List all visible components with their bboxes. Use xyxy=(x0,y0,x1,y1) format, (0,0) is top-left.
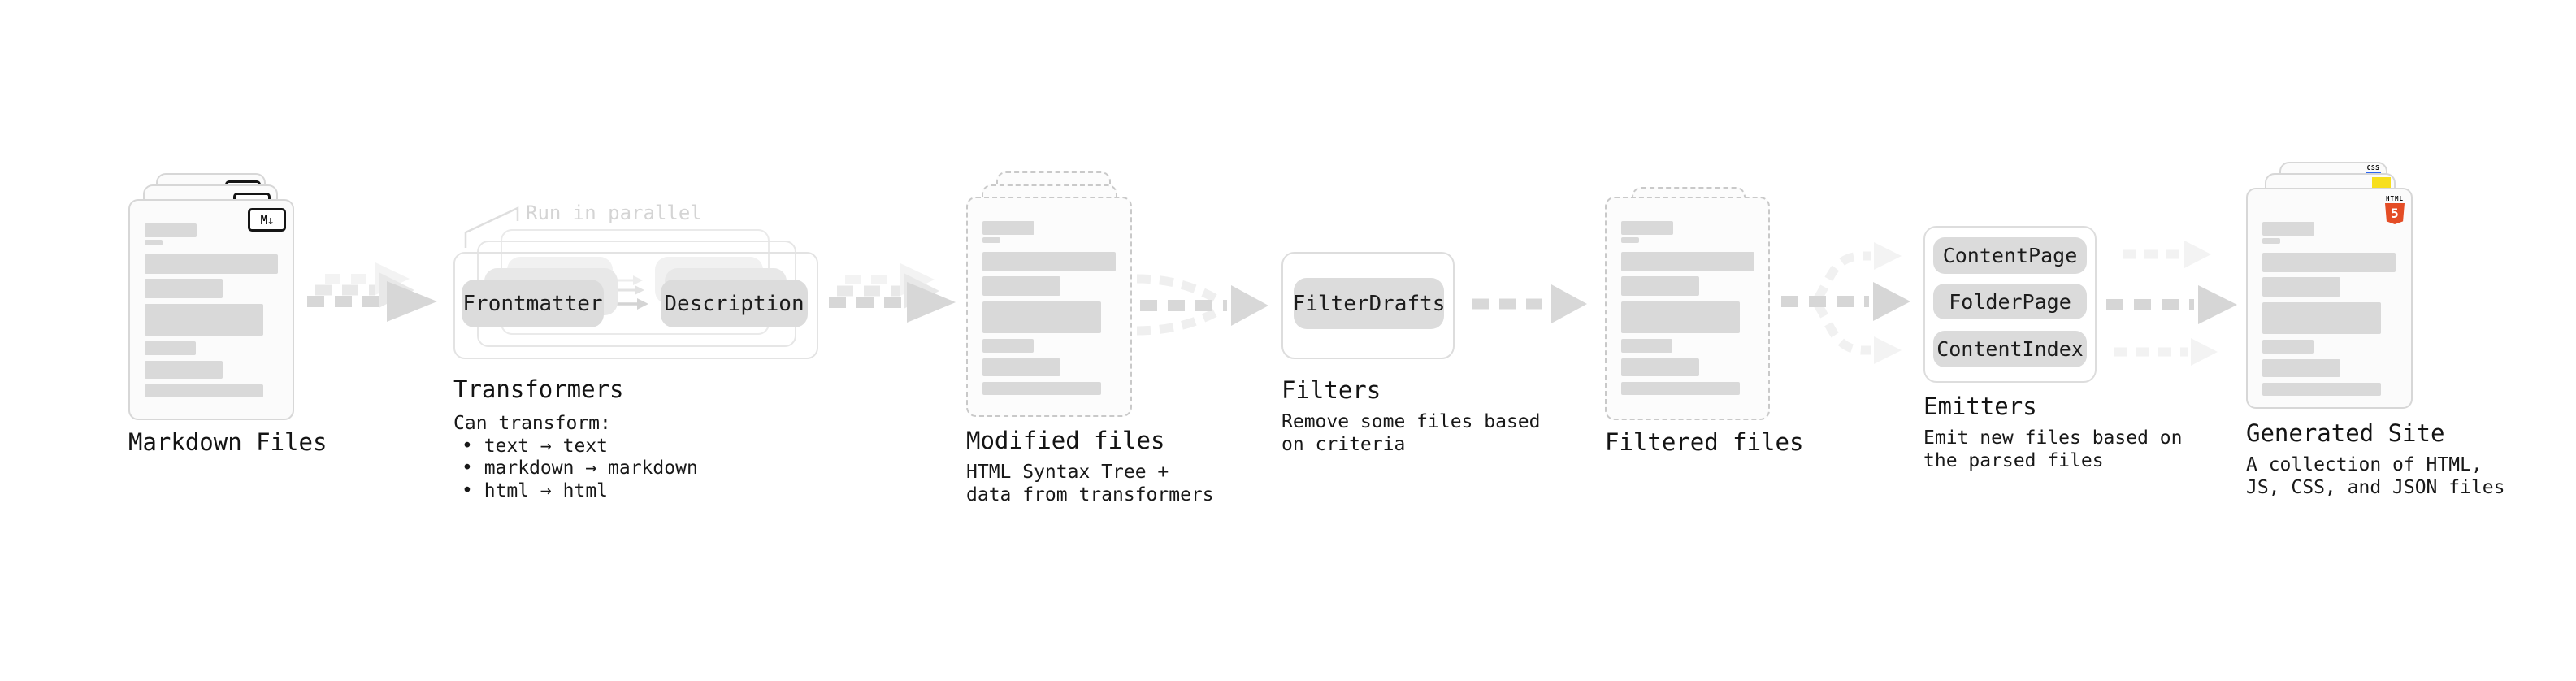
contentindex-pill: ContentIndex xyxy=(1933,331,2087,367)
html5-icon-label: HTML xyxy=(2385,195,2405,202)
stage-label-emitters: Emitters xyxy=(1923,393,2037,420)
modified-file-card-front xyxy=(966,197,1132,417)
markdown-file-card-front: M↓ xyxy=(128,199,294,420)
document-text-lines xyxy=(145,201,283,397)
transformers-notes: Can transform: • text → text • markdown … xyxy=(453,413,698,502)
folderpage-pill: FolderPage xyxy=(1933,284,2087,319)
stage-label-filtered-files: Filtered files xyxy=(1605,428,1804,456)
note-line: Can transform: xyxy=(453,413,611,434)
description-pill: Description xyxy=(661,280,808,327)
modified-files-notes: HTML Syntax Tree + data from transformer… xyxy=(966,462,1214,506)
filters-notes: Remove some files based on criteria xyxy=(1281,411,1541,456)
note-line: Emit new files based on xyxy=(1923,427,2183,449)
filtered-file-card-front xyxy=(1605,197,1770,420)
document-text-lines xyxy=(2262,189,2401,396)
arrow-frontmatter-to-description xyxy=(611,275,648,310)
markdown-icon-label: M↓ xyxy=(260,212,274,228)
arrow-markdown-to-transformers xyxy=(307,262,437,322)
contentpage-pill: ContentPage xyxy=(1933,237,2087,274)
note-line: Remove some files based xyxy=(1281,411,1541,432)
note-line: data from transformers xyxy=(966,484,1214,505)
stage-label-filters: Filters xyxy=(1281,376,1381,404)
arrow-modified-to-filters xyxy=(1136,274,1268,336)
stage-label-generated-site: Generated Site xyxy=(2246,419,2445,447)
document-text-lines xyxy=(1621,198,1759,395)
stage-label-transformers: Transformers xyxy=(453,375,624,403)
note-line: the parsed files xyxy=(1923,449,2104,471)
html5-icon-number: 5 xyxy=(2391,206,2399,221)
generated-site-notes: A collection of HTML, JS, CSS, and JSON … xyxy=(2246,454,2505,499)
stage-label-modified-files: Modified files xyxy=(966,427,1165,454)
arrow-filtered-to-emitters xyxy=(1781,242,1910,364)
markdown-icon: M↓ xyxy=(248,208,286,232)
note-line: • markdown → markdown xyxy=(462,458,698,479)
transformer-box-front xyxy=(453,252,818,359)
emitters-notes: Emit new files based on the parsed files xyxy=(1923,427,2183,472)
filterdrafts-pill: FilterDrafts xyxy=(1293,278,1445,329)
stage-label-markdown-files: Markdown Files xyxy=(128,428,327,456)
frontmatter-pill: Frontmatter xyxy=(462,280,604,327)
document-text-lines xyxy=(982,198,1121,395)
run-in-parallel-annotation: Run in parallel xyxy=(526,202,702,224)
arrow-transformers-to-modified xyxy=(829,263,956,323)
html5-icon-shield: 5 xyxy=(2385,203,2405,224)
note-line: HTML Syntax Tree + xyxy=(966,462,1169,483)
arrow-filters-to-filtered xyxy=(1472,284,1587,323)
note-line: A collection of HTML, xyxy=(2246,454,2483,475)
generated-file-card-html: HTML 5 xyxy=(2246,188,2413,409)
note-line: on criteria xyxy=(1281,433,1406,455)
note-line: • html → html xyxy=(462,479,609,501)
note-line: • text → text xyxy=(462,435,609,457)
annotation-connector-line xyxy=(464,206,519,248)
css-icon-label: CSS xyxy=(2366,164,2380,171)
arrow-emitters-to-generated xyxy=(2106,241,2237,366)
html5-icon: HTML 5 xyxy=(2384,195,2405,224)
note-line: JS, CSS, and JSON files xyxy=(2246,476,2505,498)
